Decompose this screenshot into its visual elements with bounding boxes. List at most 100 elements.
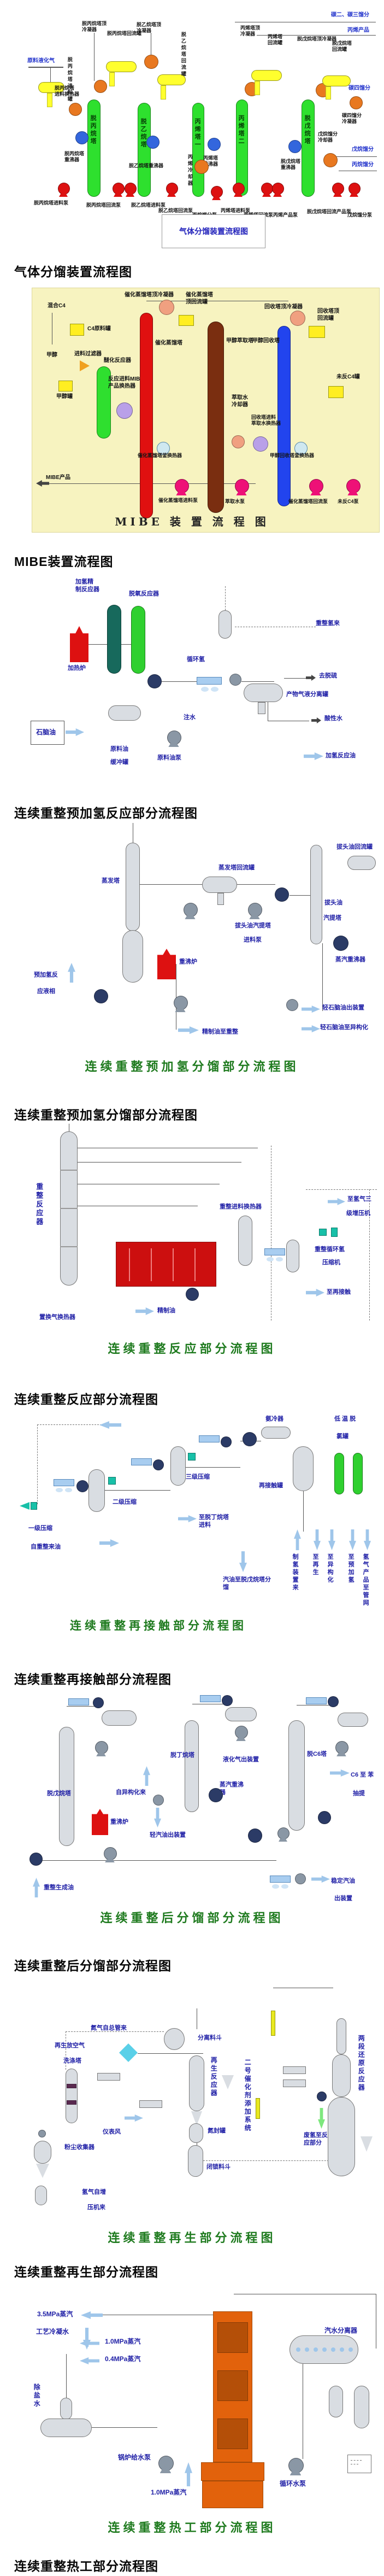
label-circulating-water-pump: 循环水泵 bbox=[280, 2480, 306, 2487]
exchanger-4 bbox=[243, 1432, 257, 1446]
exchanger-2 bbox=[153, 1459, 164, 1470]
e line bbox=[105, 1490, 170, 1491]
e line bbox=[140, 884, 202, 885]
cd-reflux-pump-head bbox=[309, 479, 323, 493]
label-deethanizer-reboiler: 脱乙烷塔重沸器 bbox=[129, 163, 164, 168]
label-10mpa-steam: 1.0MPa蒸汽 bbox=[105, 2338, 141, 2345]
product-separator-drum bbox=[244, 684, 283, 702]
reforming-feed-exchanger bbox=[238, 1216, 252, 1266]
label-instrument-air: 仪表风 bbox=[103, 2129, 121, 2135]
label-depropanizer-feed-drum: 脱丙烷塔进料罐 bbox=[67, 57, 73, 103]
air-cooler-fan bbox=[201, 687, 209, 692]
label-heater-furnace: 加热炉 bbox=[68, 665, 86, 671]
reboiler-exchanger bbox=[318, 1811, 331, 1824]
bottoms-pump bbox=[174, 996, 188, 1012]
label-lock-hopper: 闭锁料斗 bbox=[206, 2164, 231, 2170]
hydro-oil-arrow bbox=[304, 752, 323, 760]
propylene-reboiler bbox=[208, 138, 221, 151]
label-bfw-pump: 锅炉给水泵 bbox=[118, 2454, 151, 2461]
deethanizer-feed-pump-base bbox=[126, 194, 134, 197]
heading-gas-fractionation: 气体分馏装置流程图 bbox=[14, 265, 132, 279]
label-depropanizer-reboiler: 脱丙烷塔 重沸器 bbox=[64, 151, 85, 163]
label-to-recontact: 至再接触 bbox=[327, 1289, 351, 1295]
e line bbox=[129, 1248, 130, 1281]
c6-arrow bbox=[330, 1769, 350, 1777]
label-reforming-reactors: 重整反应器 bbox=[35, 1183, 44, 1226]
boiler-transition bbox=[201, 2462, 264, 2481]
heading-mibe-unit: MIBE装置流程图 bbox=[14, 554, 114, 569]
label-deethanizer-reflux-drum: 脱乙烷塔回流罐 bbox=[180, 32, 186, 78]
label-wash-column: 洗涤塔 bbox=[63, 2058, 81, 2064]
label-feed-lpg: 原料液化气 bbox=[27, 58, 55, 64]
label-regenerator: 再生反应器 bbox=[210, 2057, 218, 2098]
label-ammonia-cooler: 氨冷器 bbox=[265, 1416, 283, 1422]
label-process-condensate: 工艺冷凝水 bbox=[36, 2328, 69, 2335]
depropanizer-reflux-pump-head bbox=[113, 183, 125, 195]
reflux-pump-2-head bbox=[235, 1726, 248, 1739]
label-c6-to-benzene: C6 至 苯 bbox=[351, 1772, 374, 1778]
sour-water-arrow bbox=[311, 717, 321, 723]
label-displacement-gas-exchanger: 置换气换热器 bbox=[39, 1314, 75, 1321]
bottoms-pump bbox=[104, 1847, 117, 1862]
label-debutanizer: 脱丁烷塔 bbox=[170, 1752, 194, 1759]
reboiler-furnace bbox=[157, 949, 176, 979]
third-stage-suction-drum bbox=[170, 1446, 186, 1486]
feed-oil-pump bbox=[167, 731, 181, 747]
label-prehydro-liquid-line1: 预加氢反 bbox=[34, 972, 58, 978]
label-stable-gasoline-line1: 稳定汽油 bbox=[331, 1878, 355, 1884]
label-reboiler-furnace: 重沸炉 bbox=[110, 1819, 128, 1825]
exchanger-3 bbox=[221, 1436, 232, 1447]
label-depropanizer-reflux-drum: 脱丙烷塔回流罐 bbox=[107, 31, 142, 36]
fan bbox=[65, 1488, 72, 1492]
label-propylene-column-1: 丙烯塔一 bbox=[194, 118, 201, 149]
circulating-water-pump-base bbox=[290, 2471, 302, 2475]
c4-feed-tank bbox=[70, 324, 84, 336]
deethanizer-feed-pump-head bbox=[125, 183, 137, 195]
methanol-extraction-column bbox=[208, 322, 224, 513]
feed-product-exchanger bbox=[116, 402, 133, 419]
figure-recontact: 一级压缩二级压缩三级压缩氨冷器再接触罐低 温 脱氯罐自重整来油至脱丁烷塔进料汽油… bbox=[0, 1408, 384, 1638]
to-debutanizer-arrow bbox=[178, 1515, 197, 1522]
e line bbox=[37, 1424, 38, 1504]
depropanizer-reflux-drum bbox=[106, 61, 137, 72]
e line bbox=[60, 1208, 78, 1209]
heading-prehydrogenation-reaction: 连续重整预加氢反应部分流程图 bbox=[14, 806, 198, 820]
e line bbox=[162, 681, 197, 682]
air-cooler-2 bbox=[200, 1695, 221, 1702]
label-cd-reflux-drum: 催化蒸馏塔 顶回流罐 bbox=[186, 292, 213, 305]
label-to-isomerization: 至异构化 bbox=[327, 1553, 334, 1584]
air-cooler-3 bbox=[306, 1697, 327, 1704]
e line bbox=[290, 895, 316, 896]
label-separation-hopper: 分离料斗 bbox=[198, 2035, 222, 2041]
unreacted-c4-pump-head bbox=[346, 479, 361, 493]
e line bbox=[60, 1170, 78, 1171]
dechlorination-vessel-1 bbox=[334, 1453, 344, 1494]
label-c4-condenser: 碳四馏分 冷凝器 bbox=[342, 113, 362, 125]
nozzle bbox=[296, 2347, 300, 2352]
feed-oil-pump-base bbox=[168, 743, 179, 747]
third-stage-compressor bbox=[188, 1453, 196, 1461]
label-hydrofining-reactor: 加氢精 制反应器 bbox=[75, 579, 99, 593]
label-feed-oil-pump: 原料油泵 bbox=[157, 755, 181, 761]
diagram-caption: 连续重整反应部分流程图 bbox=[108, 1342, 276, 1356]
air-cooler-3 bbox=[199, 1435, 220, 1442]
nozzle bbox=[322, 2347, 327, 2352]
right-hopper bbox=[361, 2136, 373, 2152]
reformate-arrow bbox=[33, 1878, 40, 1897]
e line bbox=[36, 1860, 276, 1861]
e line bbox=[257, 35, 376, 36]
cd-feed-pump-head bbox=[175, 479, 189, 493]
valve bbox=[317, 2092, 327, 2101]
figure-gas-fractionation: 原料液化气脱丙烷塔进料罐脱丙烷塔 进料换热器脱丙烷塔脱丙烷塔顶 冷凝器脱丙烷塔回… bbox=[0, 0, 384, 253]
diagram-caption: 连续重整预加氢分馏部分流程图 bbox=[85, 1060, 299, 1074]
condenser bbox=[93, 1697, 104, 1708]
evaporator-column-top bbox=[126, 843, 140, 931]
first-stage-compressor bbox=[20, 1502, 29, 1510]
deethanizer-condenser bbox=[144, 55, 158, 69]
lock-hopper bbox=[188, 2145, 203, 2177]
product-pump bbox=[277, 1827, 290, 1842]
tube-bank-1 bbox=[217, 2322, 248, 2353]
diagram-caption: MIBE 装 置 流 程 图 bbox=[115, 515, 269, 528]
